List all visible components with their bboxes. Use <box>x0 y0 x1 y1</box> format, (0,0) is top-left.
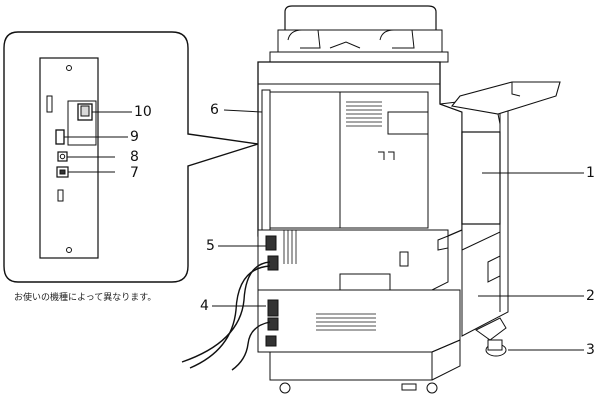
interface-board <box>39 57 99 259</box>
callout-5: 5 <box>206 238 215 254</box>
usb-port <box>55 129 65 145</box>
callout-8: 8 <box>130 149 139 165</box>
connector-5 <box>265 235 277 251</box>
callout-2: 2 <box>586 288 595 304</box>
connector-4 <box>267 299 279 317</box>
callout-4: 4 <box>200 298 209 314</box>
callout-9: 9 <box>130 129 139 145</box>
callout-7: 7 <box>130 165 139 181</box>
inset-panel <box>3 31 259 283</box>
lan-port-frame <box>67 100 97 146</box>
output-tray <box>450 81 561 115</box>
document-feeder <box>269 5 449 63</box>
port-8 <box>57 151 68 162</box>
leader-lines <box>212 109 584 351</box>
stabilizer <box>475 317 507 341</box>
callout-6: 6 <box>210 102 219 118</box>
callout-10: 10 <box>134 104 152 120</box>
side-panel-window <box>461 131 501 225</box>
callout-3: 3 <box>586 342 595 358</box>
power-cord <box>181 261 271 363</box>
printer-body <box>181 61 561 394</box>
inset-caption: お使いの機種によって異なります。 <box>14 293 157 303</box>
callout-1: 1 <box>586 165 595 181</box>
